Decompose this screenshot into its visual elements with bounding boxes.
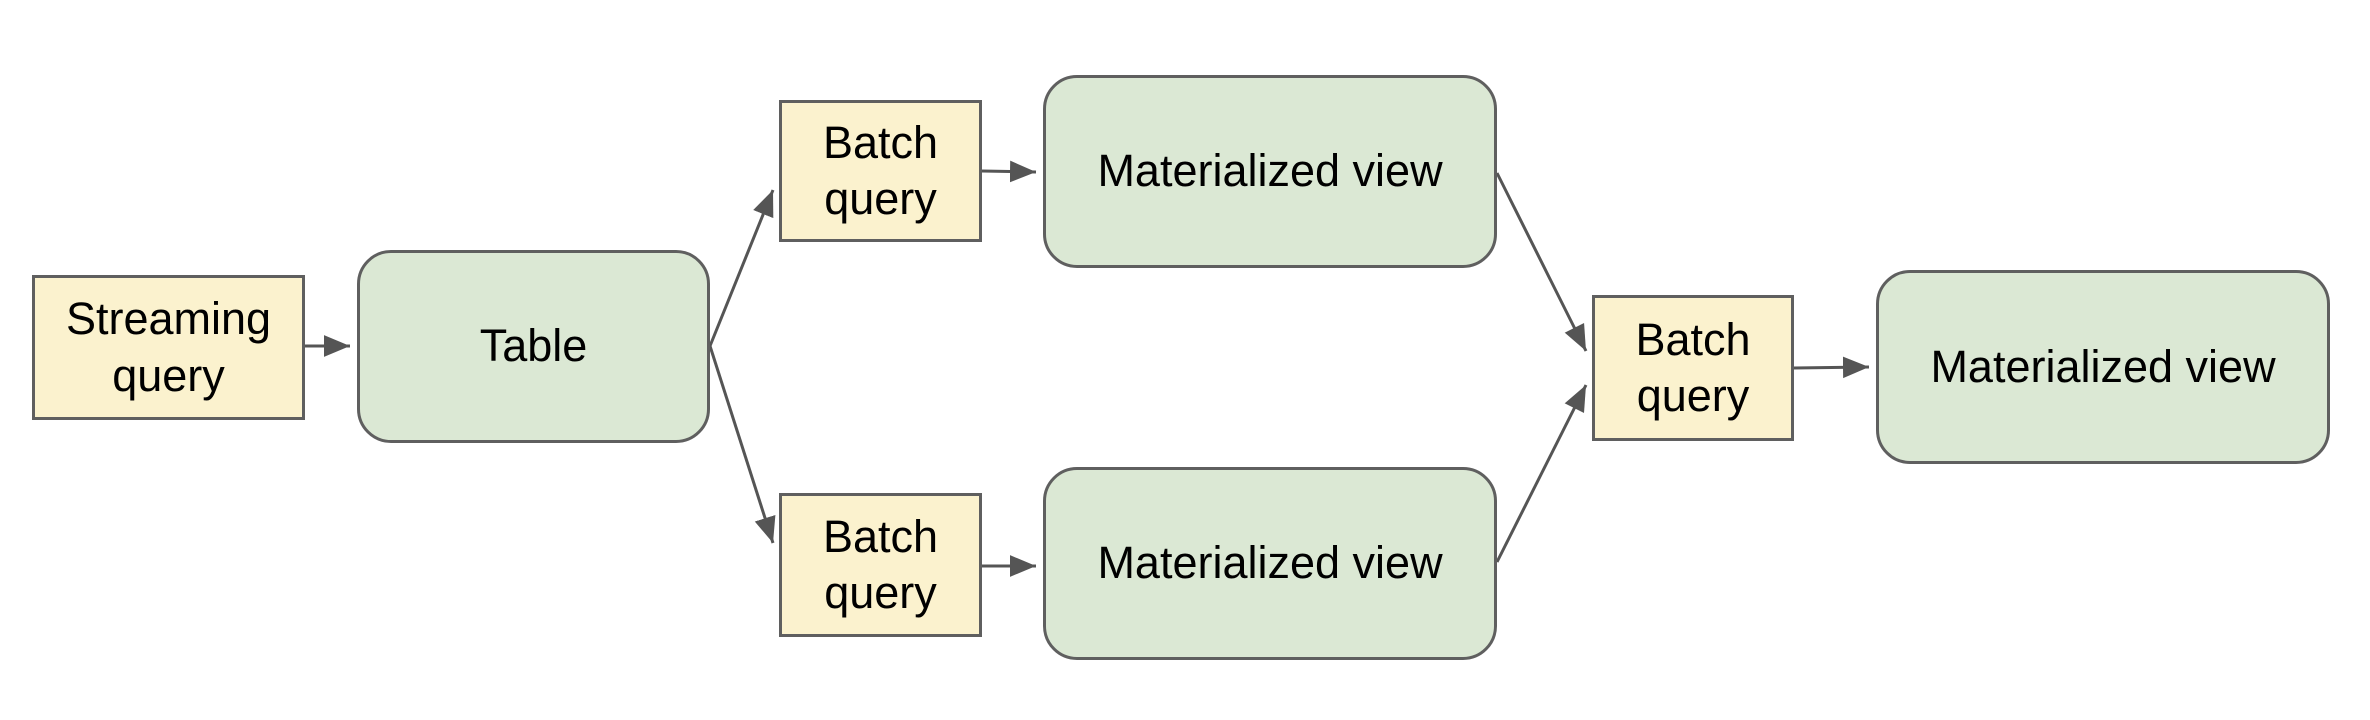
batch-query-bottom-label: Batch query <box>822 510 939 618</box>
batch-query-bottom: Batch query <box>779 493 982 637</box>
batch-query-top: Batch query <box>779 100 982 242</box>
materialized-view-bottom: Materialized view <box>1043 467 1497 660</box>
arrow-batch-query-right-to-materialized-view-right <box>1793 356 1870 379</box>
batch-query-right-label: Batch query <box>1635 313 1751 421</box>
materialized-view-top-label: Materialized view <box>1097 145 1443 197</box>
table: Table <box>357 250 710 443</box>
arrow-batch-query-top-to-materialized-view-top <box>981 160 1037 183</box>
streaming-query: Streaming query <box>32 275 305 420</box>
arrow-table-to-batch-query-bottom <box>708 345 776 544</box>
materialized-view-right-label: Materialized view <box>1930 340 2276 392</box>
streaming-query-label: Streaming query <box>65 293 272 401</box>
arrow-table-to-batch-query-top <box>708 189 775 347</box>
arrow-materialized-view-bottom-to-batch-query-right <box>1495 384 1588 563</box>
materialized-view-right: Materialized view <box>1876 270 2330 464</box>
batch-query-right: Batch query <box>1592 295 1794 441</box>
batch-query-top-label: Batch query <box>822 116 939 224</box>
table-label: Table <box>479 320 588 372</box>
materialized-view-bottom-label: Materialized view <box>1097 537 1443 589</box>
materialized-view-top: Materialized view <box>1043 75 1497 268</box>
arrow-materialized-view-top-to-batch-query-right <box>1495 172 1588 352</box>
